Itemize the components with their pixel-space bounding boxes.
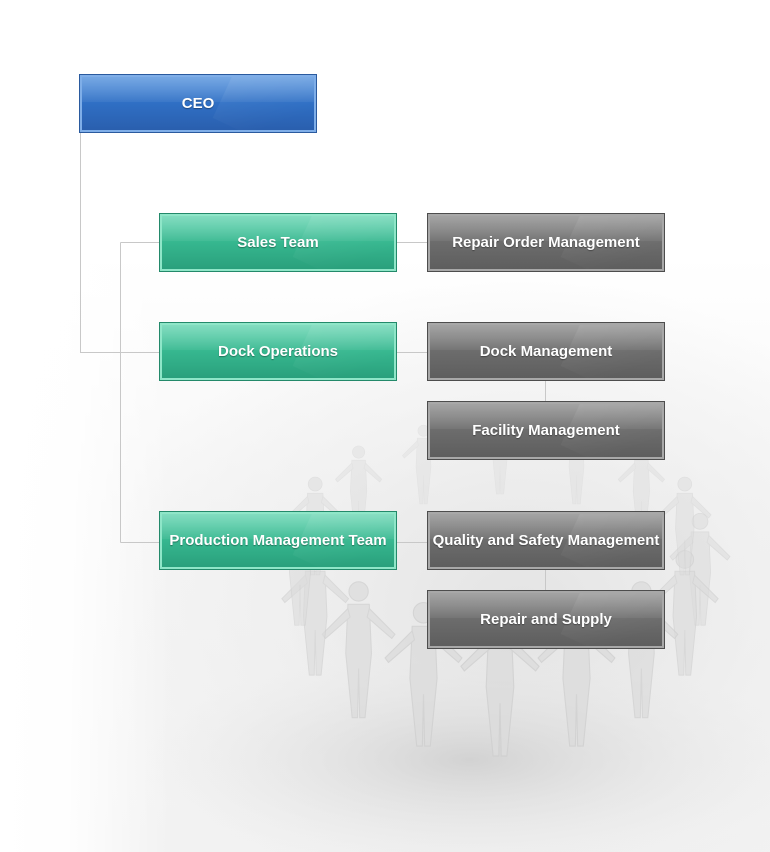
node-dock-management[interactable]: Dock Management [427,322,665,381]
node-repair-order-management[interactable]: Repair Order Management [427,213,665,272]
node-dock-operations-label: Dock Operations [217,343,339,360]
paper-figure [321,581,396,719]
node-repair-and-supply[interactable]: Repair and Supply [427,590,665,649]
node-production-management-team-label: Production Management Team [169,532,387,549]
background-fade [0,0,170,852]
node-ceo-label: CEO [181,95,215,112]
node-facility-management[interactable]: Facility Management [427,401,665,460]
node-facility-management-label: Facility Management [472,422,620,439]
node-production-management-team[interactable]: Production Management Team [159,511,397,570]
node-dock-management-label: Dock Management [479,343,613,360]
connector-ceo-dock [80,132,160,353]
node-quality-and-safety-management-label: Quality and Safety Management [432,532,660,549]
node-quality-and-safety-management[interactable]: Quality and Safety Management [427,511,665,570]
paper-figure [650,550,719,676]
node-repair-and-supply-label: Repair and Supply [480,611,612,628]
paper-figure [658,476,712,576]
node-sales-team[interactable]: Sales Team [159,213,397,272]
node-dock-operations[interactable]: Dock Operations [159,322,397,381]
node-sales-team-label: Sales Team [237,234,319,251]
node-repair-order-management-label: Repair Order Management [452,234,640,251]
node-ceo[interactable]: CEO [79,74,317,133]
